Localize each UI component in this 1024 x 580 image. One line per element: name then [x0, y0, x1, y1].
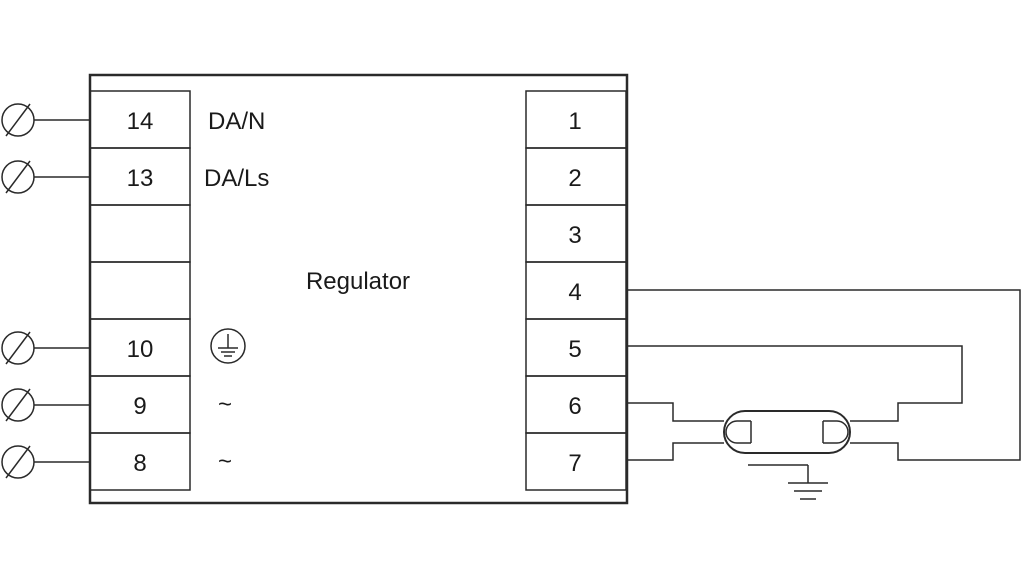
- wire-terminal-5: [626, 345, 963, 422]
- label-da-n: DA/N: [208, 108, 265, 135]
- right-terminal-block: 1 2 3 4 5 6 7: [525, 90, 627, 491]
- terminal-number-13: 13: [127, 165, 154, 192]
- ground-icon: [748, 464, 828, 500]
- terminal-number-7: 7: [568, 450, 581, 477]
- label-ac-9: ~: [218, 391, 232, 418]
- terminal-number-8: 8: [133, 450, 146, 477]
- connector-8: [1, 445, 90, 479]
- protective-earth-icon: [210, 328, 246, 364]
- terminal-number-2: 2: [568, 165, 581, 192]
- terminal-number-5: 5: [568, 336, 581, 363]
- left-terminal-cell: [89, 204, 191, 263]
- terminal-number-4: 4: [568, 279, 581, 306]
- lamp-wiring: [626, 289, 1021, 461]
- terminal-number-10: 10: [127, 336, 154, 363]
- terminal-number-6: 6: [568, 393, 581, 420]
- wire-terminal-4: [626, 289, 1021, 461]
- connector-9: [1, 388, 90, 422]
- label-da-ls: DA/Ls: [204, 165, 269, 192]
- left-terminal-cell: [89, 261, 191, 320]
- terminal-number-1: 1: [568, 108, 581, 135]
- connector-13: [1, 160, 90, 194]
- left-terminal-block: 14 13 10 9 8: [89, 90, 191, 491]
- wire-terminal-6: [626, 402, 724, 422]
- connector-14: [1, 103, 90, 137]
- terminal-number-14: 14: [127, 108, 154, 135]
- fluorescent-tube-icon: [723, 410, 851, 454]
- right-terminal-cell: [525, 432, 627, 491]
- label-ac-8: ~: [218, 448, 232, 475]
- terminal-number-3: 3: [568, 222, 581, 249]
- regulator-title: Regulator: [306, 268, 410, 295]
- connector-10: [1, 331, 90, 365]
- wire-terminal-7: [626, 442, 724, 461]
- terminal-number-9: 9: [133, 393, 146, 420]
